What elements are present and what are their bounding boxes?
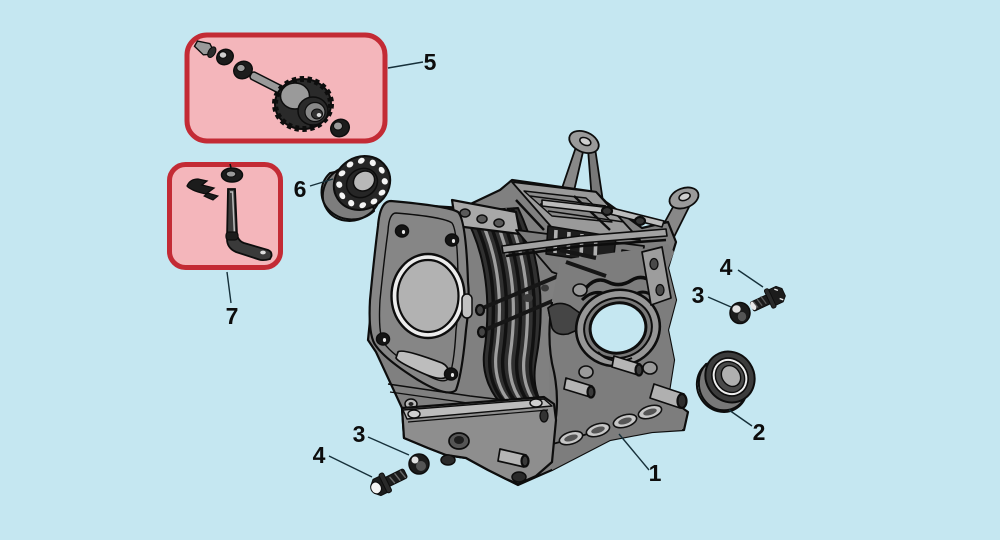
- svg-text:3: 3: [692, 282, 705, 308]
- svg-text:2: 2: [753, 419, 766, 445]
- svg-text:1: 1: [649, 460, 662, 486]
- svg-text:6: 6: [294, 176, 307, 202]
- svg-text:4: 4: [720, 254, 733, 280]
- svg-text:3: 3: [353, 421, 366, 447]
- svg-text:5: 5: [424, 49, 437, 75]
- svg-text:4: 4: [313, 442, 326, 468]
- svg-text:7: 7: [226, 303, 239, 329]
